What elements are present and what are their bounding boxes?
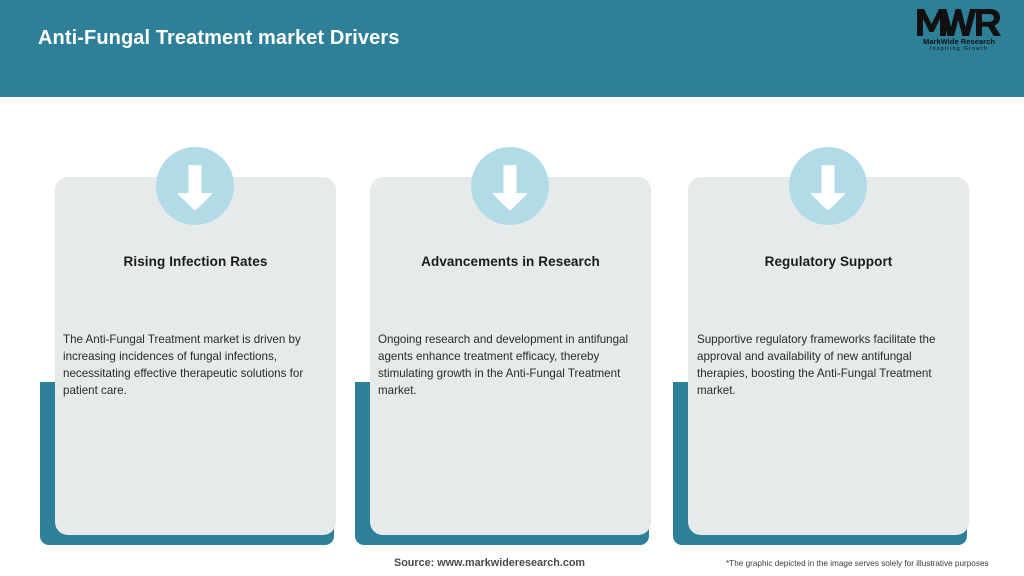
down-arrow-glyph xyxy=(492,165,528,211)
down-arrow-glyph xyxy=(810,165,846,211)
card-text-2: Ongoing research and development in anti… xyxy=(378,333,629,397)
card-title-3: Regulatory Support xyxy=(764,254,893,269)
card-title-1: Rising Infection Rates xyxy=(123,254,268,269)
logo-tagline: Inspiring Growth xyxy=(929,46,989,53)
brand-logo: MarkWide Research Inspiring Growth xyxy=(913,7,1005,59)
down-arrow-icon-3 xyxy=(789,147,867,225)
card-panel-2 xyxy=(370,177,651,535)
card-title-2: Advancements in Research xyxy=(421,254,600,269)
mwr-wordmark-icon xyxy=(917,9,1001,36)
logo-company-name: MarkWide Research xyxy=(923,37,995,46)
page-title: Anti-Fungal Treatment market Drivers xyxy=(38,27,400,49)
down-arrow-glyph xyxy=(177,165,213,211)
card-text-3: Supportive regulatory frameworks facilit… xyxy=(697,333,936,397)
card-text-1: The Anti-Fungal Treatment market is driv… xyxy=(63,333,304,397)
source-label: Source: www.markwideresearch.com xyxy=(394,557,586,569)
disclaimer-label: *The graphic depicted in the image serve… xyxy=(726,559,989,568)
card-panel-3 xyxy=(688,177,969,535)
down-arrow-icon-2 xyxy=(471,147,549,225)
card-panel-1 xyxy=(55,177,336,535)
header-bar: Anti-Fungal Treatment market Drivers Mar… xyxy=(0,0,1024,97)
down-arrow-icon-1 xyxy=(156,147,234,225)
